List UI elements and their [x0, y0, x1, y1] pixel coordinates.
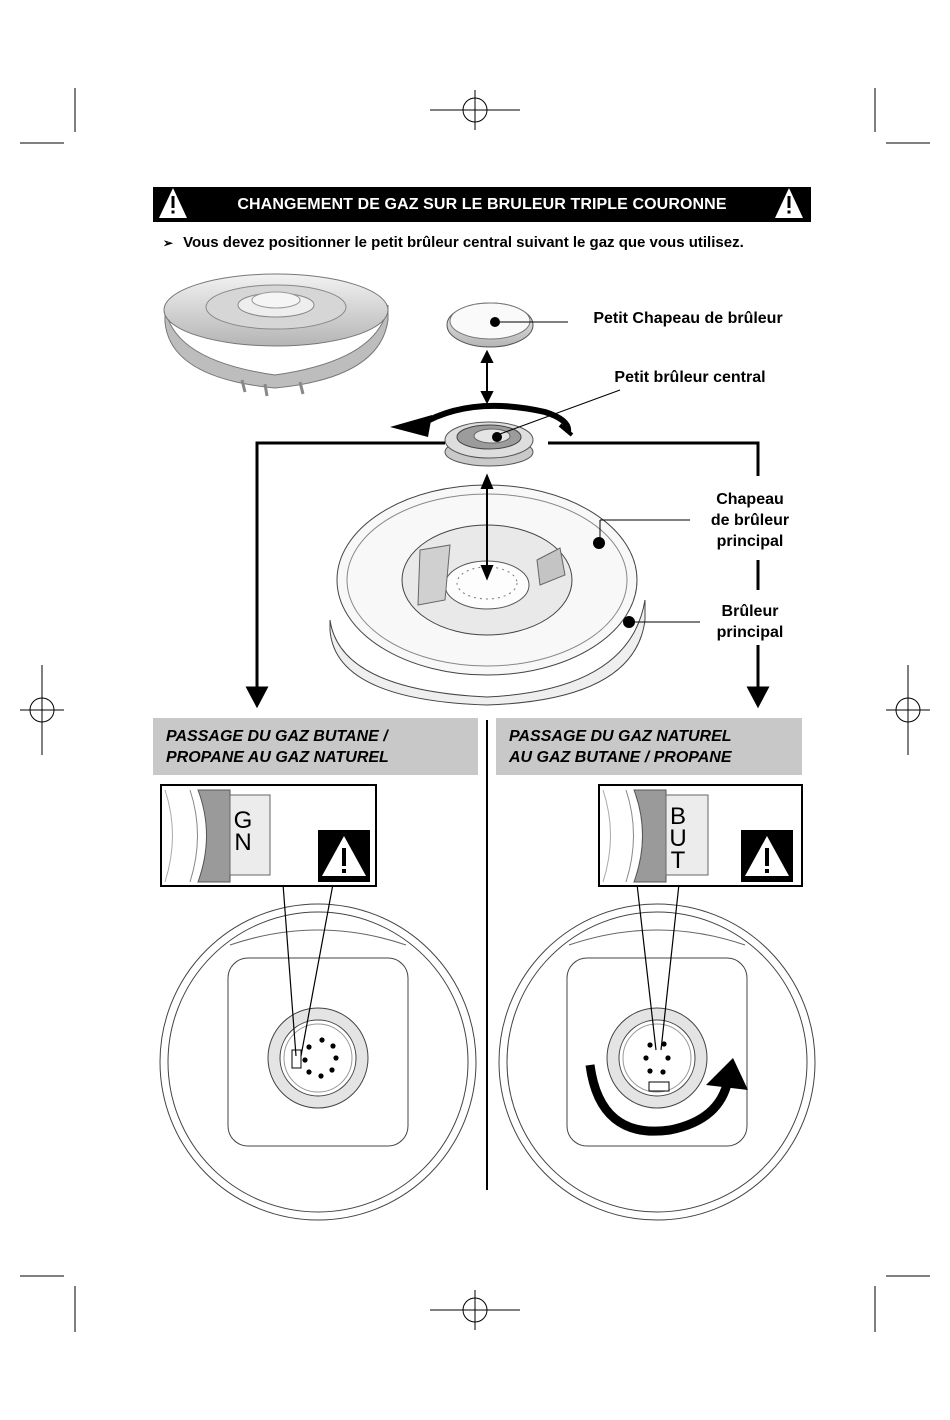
- label-small-central-burner: Petit brûleur central: [614, 369, 766, 386]
- small-central-burner-image: [444, 389, 621, 467]
- bullet-arrow-icon: ➢: [163, 236, 174, 250]
- gas-marker-gn: G N: [233, 807, 253, 856]
- label-main-cap: Chapeau de brûleur principal: [710, 491, 790, 550]
- zoom-detail-right: [602, 789, 709, 883]
- small-burner-cap-image: [446, 302, 568, 348]
- gas-marker-but: B U T: [669, 803, 687, 874]
- rotation-arrow-icon: [390, 402, 574, 437]
- banner-title: CHANGEMENT DE GAZ SUR LE BRULEUR TRIPLE …: [237, 196, 727, 213]
- label-small-cap: Petit Chapeau de brûleur: [593, 310, 783, 327]
- exclamation-warning-icon: [741, 830, 793, 882]
- rotation-arrow-icon: [585, 1058, 748, 1136]
- instruction-text: Vous devez positionner le petit brûleur …: [183, 234, 744, 251]
- warning-banner: CHANGEMENT DE GAZ SUR LE BRULEUR TRIPLE …: [153, 187, 811, 222]
- zoom-detail-left: [164, 789, 271, 883]
- burner-top-view-left: [159, 903, 477, 1221]
- label-main-burner: Brûleur principal: [716, 603, 784, 641]
- burner-top-view-right: [498, 903, 816, 1221]
- assembled-burner-image: [163, 273, 389, 397]
- section-title-natural-to-butane: PASSAGE DU GAZ NATUREL AU GAZ BUTANE / P…: [496, 718, 802, 775]
- instruction-line: ➢ Vous devez positionner le petit brûleur…: [163, 234, 744, 251]
- exclamation-warning-icon: [318, 830, 370, 882]
- section-title-butane-to-natural: PASSAGE DU GAZ BUTANE / PROPANE AU GAZ N…: [153, 718, 478, 775]
